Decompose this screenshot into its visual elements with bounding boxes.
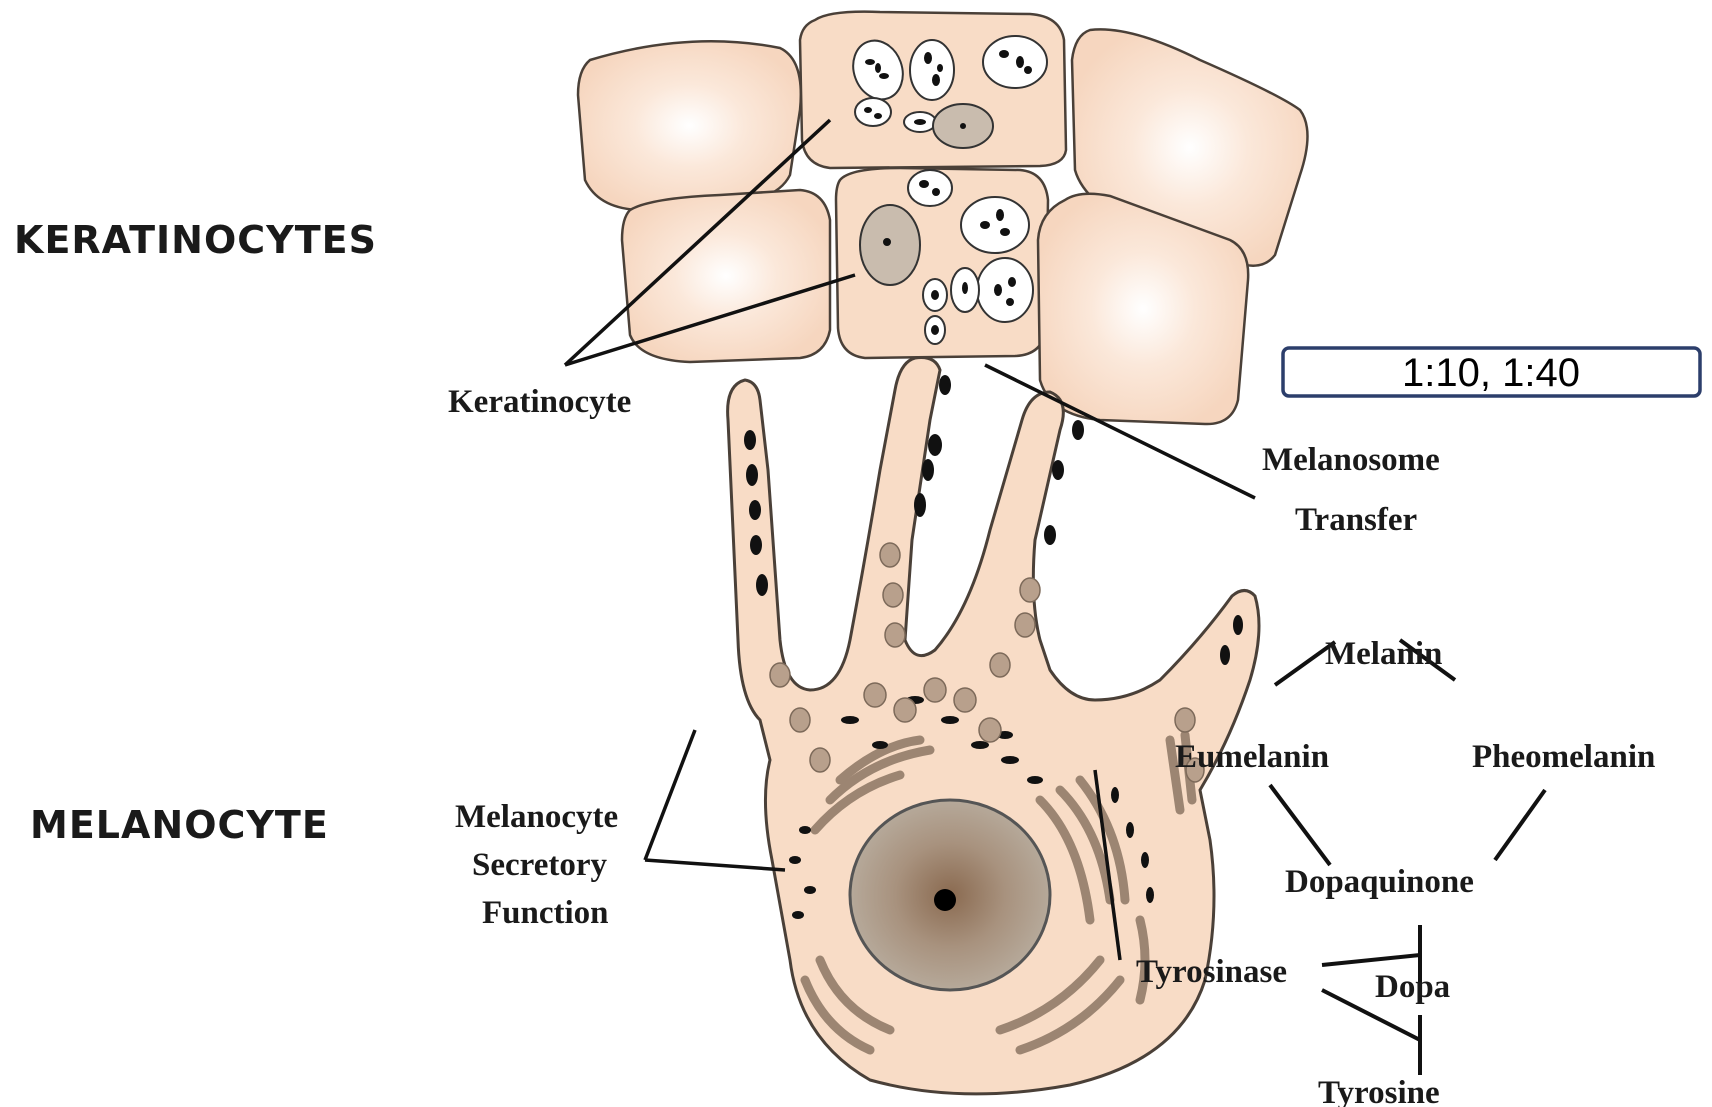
heading-keratinocytes: KERATINOCYTES: [14, 218, 377, 262]
label-melanocyte-secretory-2: Secretory: [472, 847, 607, 883]
vesicle: [983, 36, 1047, 88]
pathway-tyrosinase: Tyrosinase: [1136, 954, 1287, 990]
keratinocyte-cell-left-top: [578, 41, 801, 210]
label-melanocyte-secretory-3: Function: [482, 895, 609, 931]
nucleolus: [934, 889, 956, 911]
pathway-eumelanin: Eumelanin: [1175, 739, 1329, 775]
label-keratinocyte: Keratinocyte: [448, 384, 631, 420]
heading-melanocyte: MELANOCYTE: [30, 803, 329, 847]
label-melanocyte-secretory-1: Melanocyte: [455, 799, 618, 835]
vesicle: [961, 197, 1029, 253]
label-transfer: Transfer: [1295, 502, 1417, 538]
pathway-lines: [1270, 640, 1545, 1075]
keratinocyte-nucleus: [860, 205, 920, 285]
pathway-dopa: Dopa: [1375, 969, 1450, 1005]
ratio-box: 1:10, 1:40: [1283, 348, 1700, 396]
pathway-melanin: Melanin: [1325, 636, 1442, 672]
ratio-box-text: 1:10, 1:40: [1402, 351, 1580, 395]
pathway-tyrosine: Tyrosine: [1318, 1075, 1440, 1107]
vesicle: [910, 40, 954, 100]
vesicle: [855, 98, 891, 126]
vesicle: [977, 258, 1033, 322]
pathway-dopaquinone: Dopaquinone: [1285, 864, 1474, 900]
pathway-pheomelanin: Pheomelanin: [1472, 739, 1655, 775]
vesicle: [908, 170, 952, 206]
label-melanosome: Melanosome: [1262, 442, 1440, 478]
